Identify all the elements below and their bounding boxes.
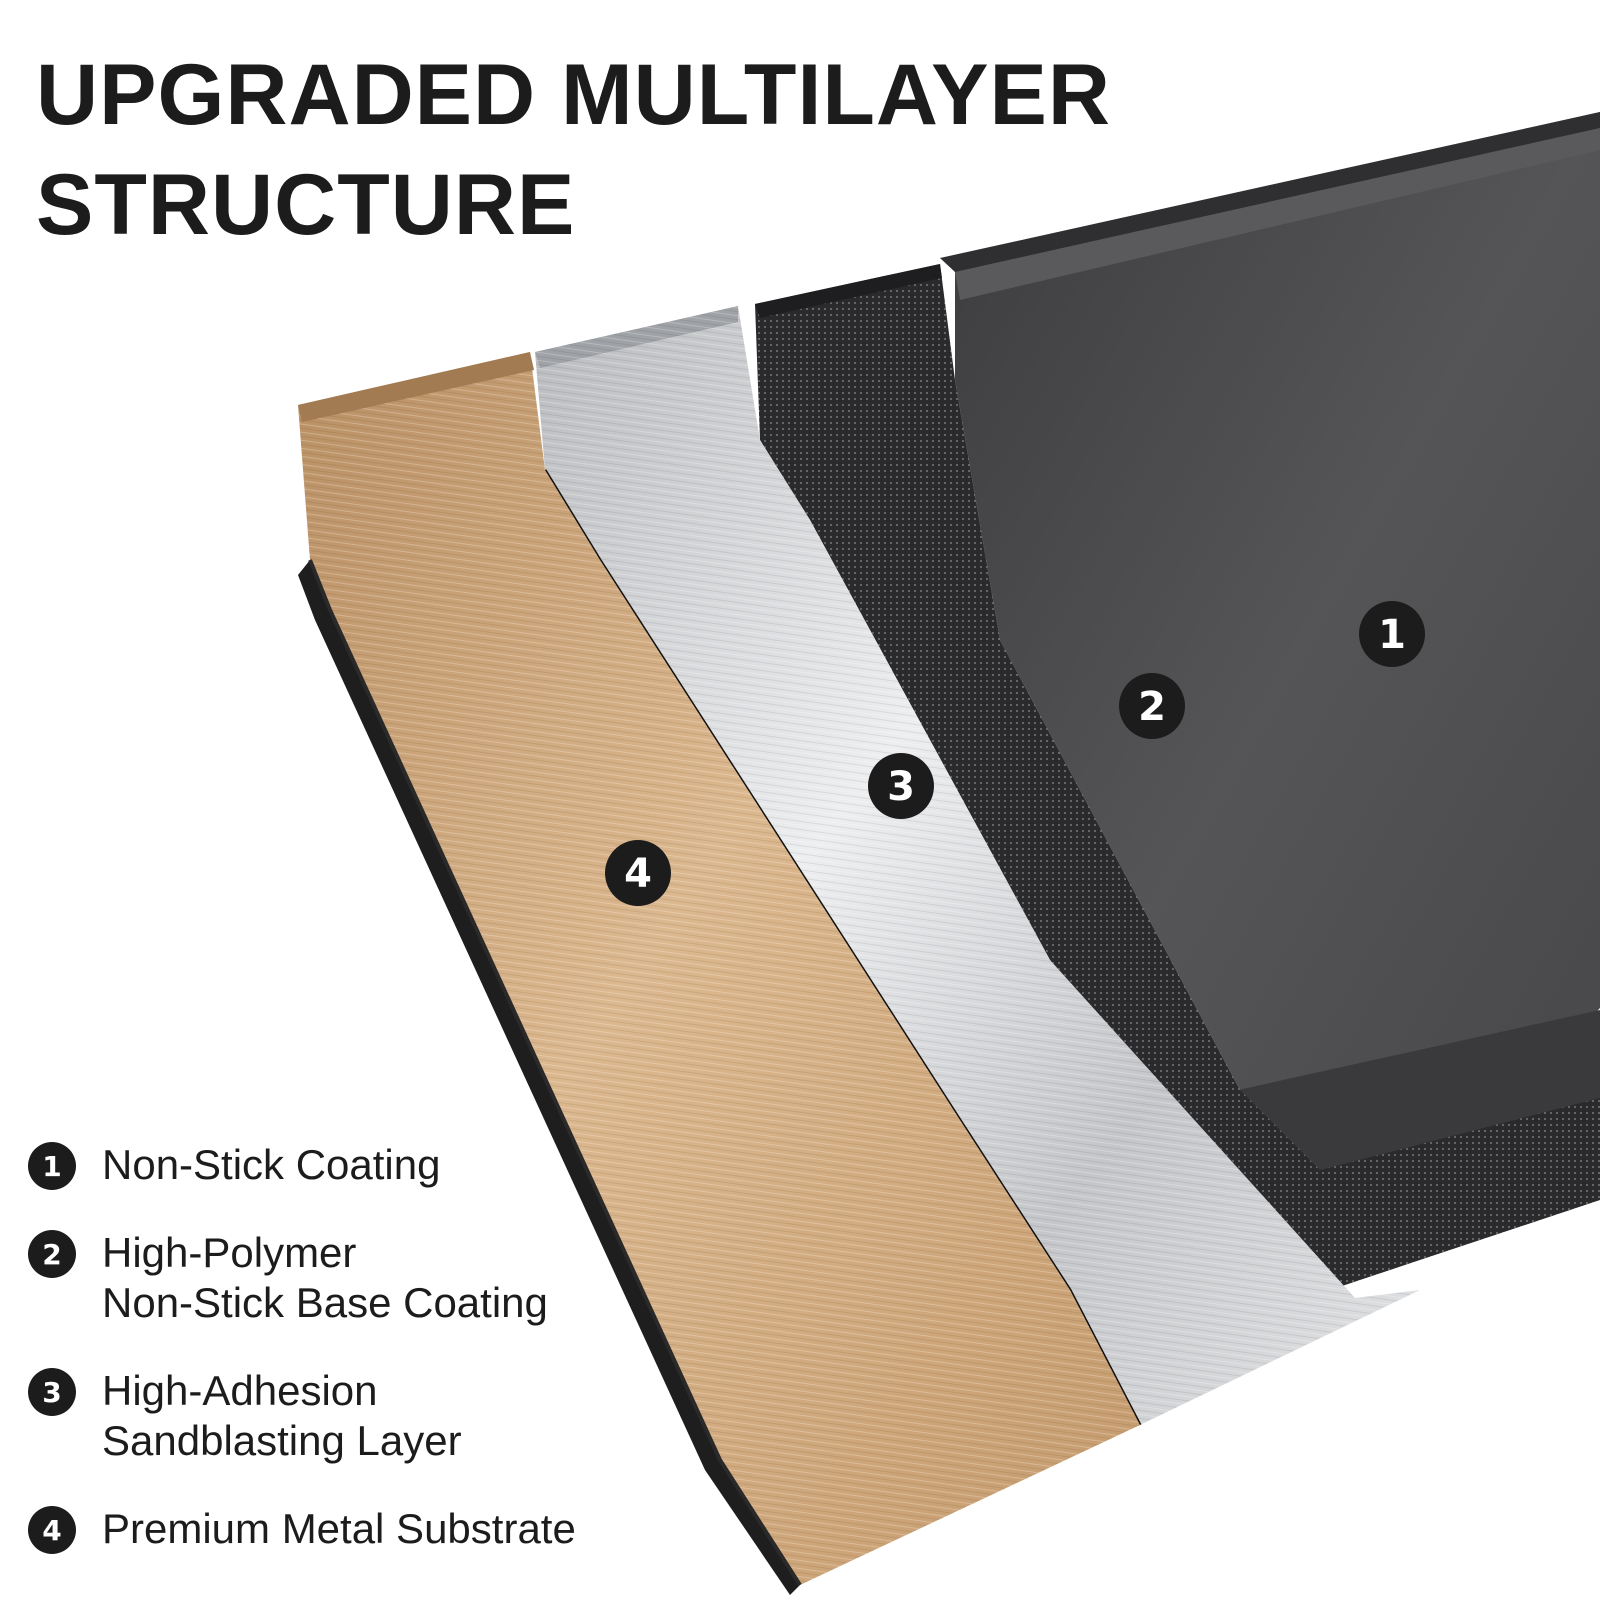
legend-badge-4: 4 — [28, 1506, 76, 1554]
layer-3-sandblasting-layer — [535, 306, 1420, 1426]
page-title: UPGRADED MULTILAYER STRUCTURE — [36, 40, 1111, 260]
legend-item-1: 1 Non-Stick Coating — [28, 1140, 440, 1190]
legend-label-1-line-1: Non-Stick Coating — [102, 1141, 441, 1188]
badge-2: 2 — [1119, 673, 1185, 739]
badge-3: 3 — [868, 753, 934, 819]
legend-label-1: Non-Stick Coating — [102, 1140, 440, 1190]
svg-text:3: 3 — [887, 764, 915, 810]
badge-4: 4 — [605, 840, 671, 906]
legend-item-2: 2 High-Polymer Non-Stick Base Coating — [28, 1228, 548, 1328]
svg-text:1: 1 — [1378, 612, 1406, 658]
title-line-2: STRUCTURE — [36, 157, 576, 253]
legend-label-3-line-1: High-Adhesion — [102, 1367, 378, 1414]
legend-badge-3: 3 — [28, 1368, 76, 1416]
legend-label-2-line-1: High-Polymer — [102, 1229, 357, 1276]
legend-item-3: 3 High-Adhesion Sandblasting Layer — [28, 1366, 462, 1466]
legend-label-4-line-1: Premium Metal Substrate — [102, 1505, 576, 1552]
legend-label-2: High-Polymer Non-Stick Base Coating — [102, 1228, 548, 1328]
legend-item-4: 4 Premium Metal Substrate — [28, 1504, 576, 1554]
badge-1: 1 — [1359, 601, 1425, 667]
svg-text:2: 2 — [1138, 684, 1166, 730]
layer-1-non-stick-surface — [940, 112, 1600, 1258]
title-line-1: UPGRADED MULTILAYER — [36, 47, 1111, 143]
layer-4-metal-substrate — [298, 352, 1140, 1595]
legend-badge-2: 2 — [28, 1230, 76, 1278]
legend-label-4: Premium Metal Substrate — [102, 1504, 576, 1554]
layer-2-polymer-coating — [755, 264, 1600, 1300]
legend-label-3: High-Adhesion Sandblasting Layer — [102, 1366, 462, 1466]
legend-label-2-line-2: Non-Stick Base Coating — [102, 1279, 548, 1326]
svg-text:4: 4 — [624, 851, 652, 897]
legend-label-3-line-2: Sandblasting Layer — [102, 1417, 462, 1464]
legend-badge-1: 1 — [28, 1142, 76, 1190]
